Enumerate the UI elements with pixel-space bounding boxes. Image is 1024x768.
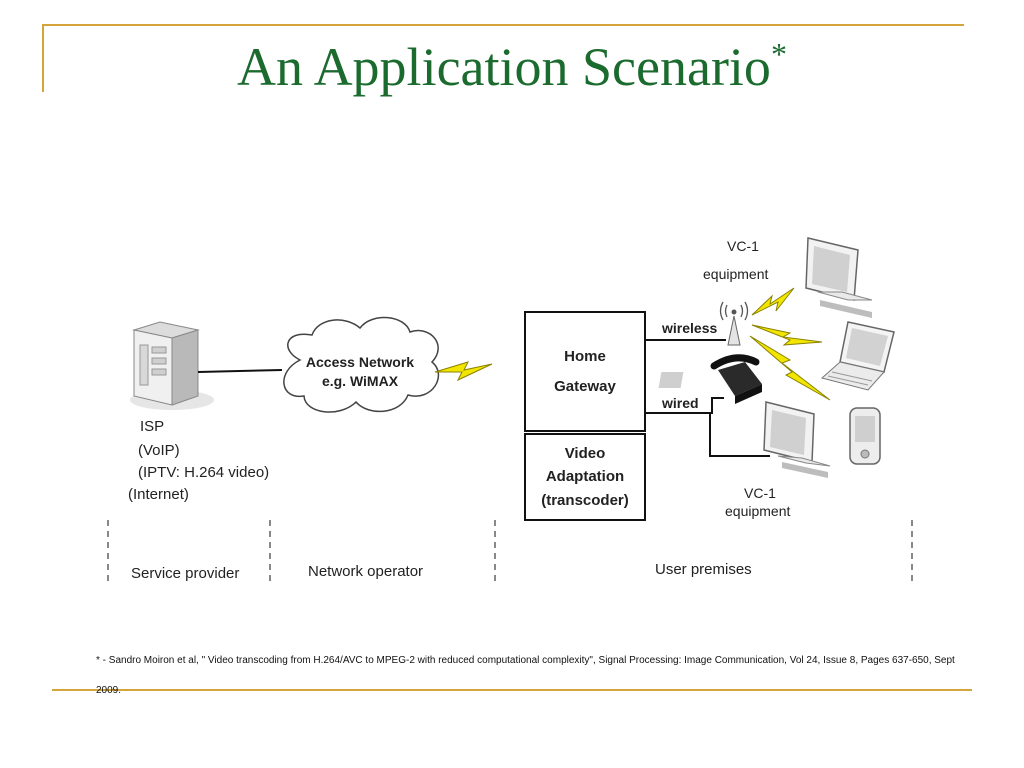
access-network-example: e.g. WiMAX <box>321 373 399 389</box>
wireless-bolt-icon <box>434 361 493 382</box>
citation-footnote: * - Sandro Moiron et al, " Video transco… <box>96 655 955 696</box>
zone-user-premises: User premises <box>655 561 752 578</box>
home-gateway-line2: Gateway <box>554 377 616 395</box>
wired-label: wired <box>662 395 699 411</box>
home-gateway-box: Home Gateway <box>524 311 646 432</box>
bolt-to-laptop-icon <box>751 324 823 346</box>
wired-link-line <box>644 397 724 414</box>
access-network-label: Access Network <box>305 354 415 370</box>
video-adaptation-line3: (transcoder) <box>541 491 629 509</box>
wireless-label: wireless <box>662 320 718 336</box>
equipment-bottom-codec: VC-1 <box>744 485 776 501</box>
footnote-mark: * <box>770 36 787 72</box>
pda-icon <box>849 407 881 465</box>
equipment-top-codec: VC-1 <box>727 238 759 254</box>
zone-service-provider: Service provider <box>131 565 240 582</box>
isp-link-line <box>197 369 283 373</box>
isp-service-voip: (VoIP) <box>138 442 180 459</box>
bolt-to-pda-icon <box>749 335 831 401</box>
monitor-icon-top <box>805 237 873 318</box>
isp-label: ISP <box>140 418 165 435</box>
cloud-icon <box>283 316 439 413</box>
server-icon <box>130 321 214 410</box>
equipment-bottom-caption: equipment <box>725 503 791 519</box>
monitor-link-line <box>709 413 770 457</box>
isp-service-internet: (Internet) <box>128 486 189 503</box>
bolt-to-monitor-icon <box>751 287 795 316</box>
page-title: An Application Scenario* <box>0 37 1024 97</box>
zone-network-operator: Network operator <box>308 563 424 580</box>
laptop-icon <box>820 321 895 391</box>
home-gateway-line1: Home <box>564 348 606 366</box>
isp-service-iptv: (IPTV: H.264 video) <box>138 464 270 481</box>
video-adaptation-line2: Adaptation <box>545 468 625 486</box>
equipment-top-caption: equipment <box>703 266 769 282</box>
page-title-text: An Application Scenario <box>237 37 771 97</box>
video-adaptation-line1: Video <box>564 445 606 463</box>
video-adaptation-box: Video Adaptation (transcoder) <box>524 433 646 521</box>
monitor-icon-bottom <box>763 401 831 478</box>
telephone-icon <box>658 354 762 404</box>
access-point-icon <box>719 301 749 346</box>
